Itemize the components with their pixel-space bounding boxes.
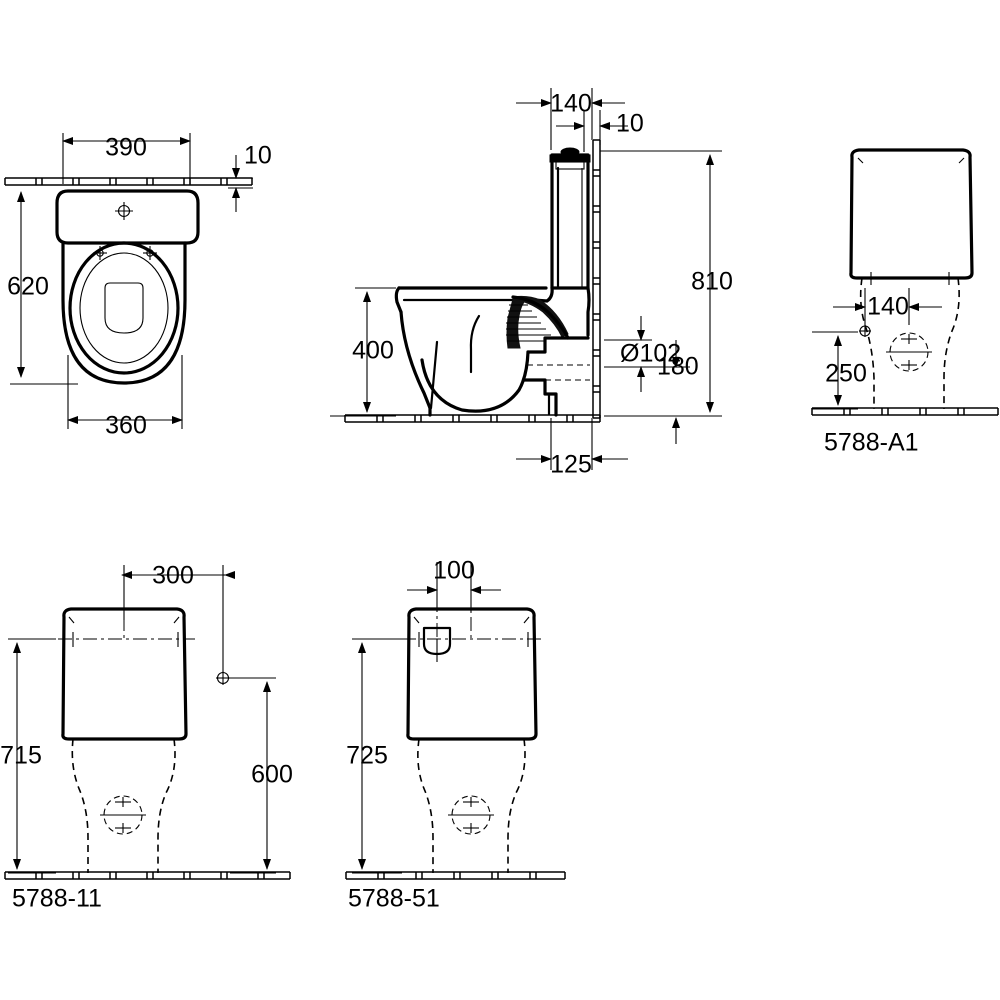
v51-fixing-centre-icon (448, 795, 494, 835)
plan-seat-ring-outer (68, 241, 180, 375)
label-5788-11: 5788-11 (12, 885, 102, 913)
plan-fixing-right-icon (143, 246, 157, 260)
dim-v11-715: 715 (0, 638, 56, 874)
dim-side-140-label: 140 (550, 90, 592, 118)
v51-bowl-right (507, 738, 526, 873)
side-flush-channel-hatch (506, 304, 551, 342)
plan-bowl-outline (61, 241, 187, 385)
dim-v11-600: 600 (230, 677, 293, 874)
dim-a1-250-label: 250 (825, 360, 867, 388)
a1-bowl-right (943, 277, 960, 409)
dim-v51-100: 100 (407, 557, 501, 612)
a1-inlet-icon (859, 325, 871, 337)
plan-bowl-aperture (104, 282, 144, 334)
dim-v51-725: 725 (346, 638, 402, 874)
a1-lid-tick-right (958, 157, 965, 164)
a1-fixing-centre-icon (886, 332, 932, 372)
a1-cistern-outline (849, 148, 974, 280)
v11-inlet-icon (216, 671, 230, 685)
dim-v11-300-label: 300 (152, 562, 194, 590)
view-side-section: 140 10 400 810 (330, 88, 733, 479)
dim-side-10: 10 (556, 110, 644, 152)
dim-plan-390-label: 390 (105, 134, 147, 162)
dim-side-400-label: 400 (352, 337, 394, 365)
v11-bowl-right (157, 738, 176, 873)
v51-lid-tick-right (523, 616, 530, 624)
dim-a1-140-label: 140 (867, 293, 909, 321)
dim-a1-140: 140 (833, 288, 942, 325)
dim-v51-725-label: 725 (346, 742, 388, 770)
dim-side-140: 140 (516, 88, 625, 150)
dim-plan-360: 360 (67, 355, 183, 440)
dim-v11-300: 300 (121, 562, 235, 672)
side-bowl-foot-brace (429, 340, 439, 410)
view-front-51: 100 725 5788-51 (345, 557, 566, 913)
side-cistern-neck (555, 161, 585, 170)
dim-plan-360-label: 360 (105, 412, 147, 440)
side-trap-curve (420, 350, 530, 413)
dim-a1-250: 250 (812, 331, 867, 410)
dim-plan-10-label: 10 (244, 142, 272, 170)
view-front-a1: 140 250 5788-A1 (811, 148, 999, 457)
a1-floor-hatch (811, 407, 999, 416)
a1-lid-tick-left (857, 157, 864, 164)
dim-side-d102-label: Ø102 (620, 340, 681, 368)
plan-cistern-outline (55, 189, 200, 245)
dim-side-125: 125 (516, 418, 628, 479)
dim-plan-620-label: 620 (7, 273, 49, 301)
dim-v51-100-label: 100 (433, 557, 475, 585)
dim-plan-620: 620 (7, 184, 78, 385)
view-front-11: 300 715 600 5788-11 (0, 562, 293, 913)
v51-bowl-left (417, 738, 434, 873)
v11-floor-hatch (4, 871, 291, 880)
side-cistern-back (586, 286, 591, 337)
v11-cistern-outline (61, 607, 188, 741)
dim-side-10-label: 10 (616, 110, 644, 138)
plan-cistern-fixing-icon (115, 202, 133, 220)
dim-side-180-label: 180 (657, 353, 699, 381)
dim-v11-600-label: 600 (251, 761, 293, 789)
side-trap-inner (469, 314, 481, 374)
side-cistern-shoulder (518, 286, 554, 303)
v11-lid-tick-left (68, 616, 75, 624)
dim-side-810-label: 810 (691, 268, 733, 296)
dim-side-125-label: 125 (550, 451, 592, 479)
dim-plan-10: 10 (228, 142, 272, 212)
side-bowl-front-lip (394, 286, 403, 314)
side-flush-button-icon (560, 147, 580, 157)
side-outlet-upper (526, 336, 590, 354)
side-flush-channel-outline (511, 295, 570, 340)
label-5788-51: 5788-51 (348, 885, 440, 913)
side-bowl-body (399, 310, 432, 410)
dim-side-400: 400 (330, 287, 396, 417)
v11-bowl-left (71, 738, 89, 873)
dim-plan-390: 390 (62, 133, 191, 184)
v51-lid-tick-left (413, 616, 420, 624)
dim-v11-715-label: 715 (0, 742, 42, 770)
v11-lid-tick-right (173, 616, 180, 624)
a1-bowl-left (859, 277, 875, 409)
label-5788-a1: 5788-A1 (824, 429, 919, 457)
v11-fixing-centre-icon (100, 795, 146, 835)
v51-floor-hatch (345, 871, 566, 880)
view-plan: 390 10 620 360 (4, 133, 272, 440)
dim-side-180: 180 (604, 340, 699, 444)
side-wall-hatch (592, 139, 601, 419)
plan-seat-ring-inner (79, 252, 169, 364)
side-outlet-lower (522, 378, 558, 417)
plan-fixing-left-icon (93, 246, 107, 260)
v51-cistern-outline (406, 607, 538, 741)
